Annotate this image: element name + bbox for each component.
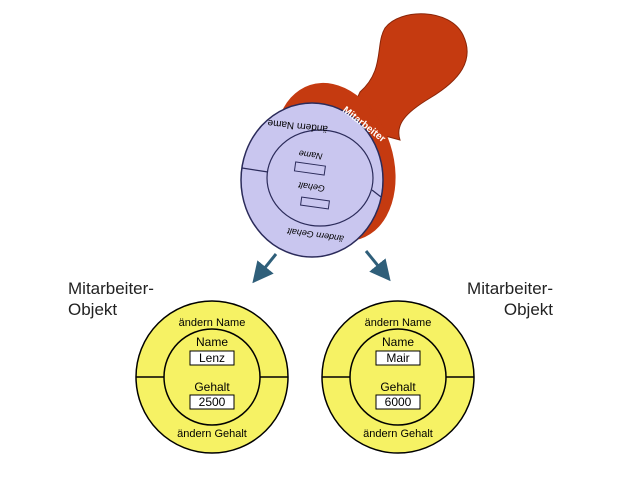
stamp-attr-salary: Gehalt	[297, 180, 325, 194]
object-right-attr-name: Name	[382, 335, 414, 349]
object-right: ändern Name Name Mair Gehalt 6000 ändern…	[321, 300, 475, 454]
object-left-method-change-salary: ändern Gehalt	[177, 428, 247, 440]
object-right-label-line1: Mitarbeiter-	[467, 279, 553, 298]
arrow-to-left-object	[252, 253, 278, 284]
object-right-label-line2: Objekt	[503, 300, 553, 319]
object-right-method-change-name: ändern Name	[365, 317, 432, 329]
object-left-name-value: Lenz	[199, 351, 225, 365]
object-left-label-line2: Objekt	[68, 300, 118, 319]
object-right-name-box	[375, 350, 421, 366]
object-left-label: Mitarbeiter- Objekt	[68, 278, 154, 320]
arrow-to-right-object	[364, 250, 391, 282]
object-left-name-box	[189, 350, 235, 366]
object-left-attr-name: Name	[196, 335, 228, 349]
object-right-name-value: Mair	[386, 351, 409, 365]
object-left-salary-value: 2500	[199, 395, 226, 409]
object-left-method-change-name: ändern Name	[179, 317, 246, 329]
stamp-handle	[344, 13, 468, 141]
object-right-method-change-salary: ändern Gehalt	[363, 428, 433, 440]
object-right-salary-value: 6000	[385, 395, 412, 409]
object-left-salary-box	[189, 394, 235, 410]
stamp-attr-name: Name	[298, 148, 323, 161]
object-left: ändern Name Name Lenz Gehalt 2500 ändern…	[135, 300, 289, 454]
stamp-name-field	[293, 161, 326, 176]
object-right-salary-box	[375, 394, 421, 410]
object-left-attr-salary: Gehalt	[194, 380, 230, 394]
stamp: ändern Name Name Gehalt ändern Gehalt Mi…	[240, 13, 468, 258]
object-right-label: Mitarbeiter- Objekt	[467, 278, 553, 320]
object-left-label-line1: Mitarbeiter-	[68, 279, 154, 298]
object-right-attr-salary: Gehalt	[380, 380, 416, 394]
stamp-face: ändern Name Name Gehalt ändern Gehalt	[240, 102, 384, 258]
stamp-salary-field	[300, 196, 330, 210]
